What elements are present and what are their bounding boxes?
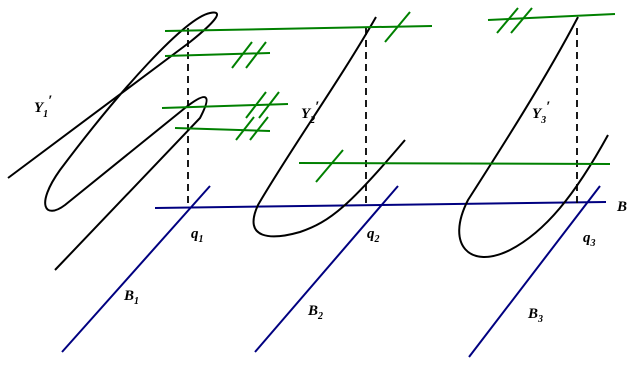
label-q3: q3 [583, 230, 596, 249]
label-b: B [616, 199, 627, 215]
curve-y2 [252, 16, 406, 238]
label-y2: Y2′ [301, 99, 319, 126]
label-b2: B2 [307, 303, 323, 322]
label-y3: Y3′ [532, 99, 550, 126]
green-line-2 [164, 52, 271, 57]
curve-y1 [7, 11, 218, 271]
base-line-b1 [61, 185, 211, 353]
green-line-1 [164, 25, 433, 32]
green-line-5 [298, 162, 611, 165]
base-line-b3 [468, 185, 601, 358]
label-y1: Y1′ [34, 93, 52, 120]
label-q1: q1 [191, 226, 204, 245]
label-q2: q2 [367, 226, 380, 245]
green-line-3 [161, 103, 289, 109]
green-line-4 [174, 127, 271, 132]
green-line-6 [487, 13, 616, 21]
curve-y3 [458, 16, 609, 258]
green-ticks [231, 7, 533, 183]
label-b1: B1 [123, 288, 139, 307]
label-b3: B3 [527, 306, 543, 325]
base-line-b2 [254, 185, 399, 353]
